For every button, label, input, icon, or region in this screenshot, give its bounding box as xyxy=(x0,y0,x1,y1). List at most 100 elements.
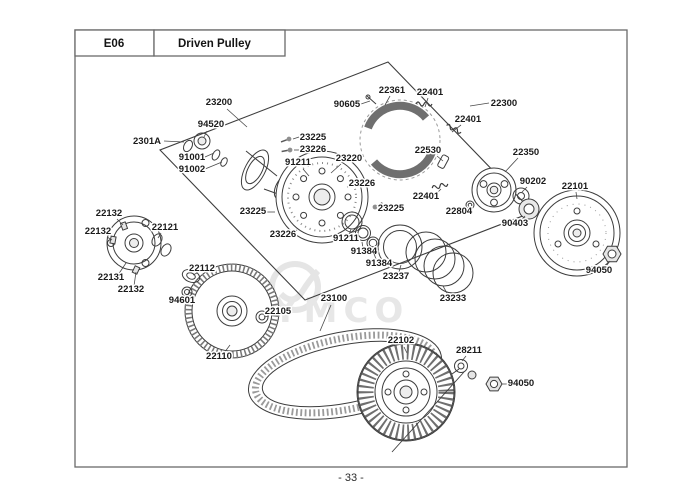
leader-line xyxy=(603,260,611,270)
leader-line xyxy=(348,228,352,236)
part-label-23233: 23233 xyxy=(440,293,466,304)
part-label-91211: 91211 xyxy=(333,233,360,244)
part-label-22132: 22132 xyxy=(118,284,144,295)
part-label-90202: 90202 xyxy=(520,176,546,187)
clutch-spring-drawing xyxy=(446,123,462,134)
part-label-23225: 23225 xyxy=(300,132,327,143)
leader-line xyxy=(461,355,467,362)
part-label-22401: 22401 xyxy=(455,114,482,125)
pin-22804-drawing xyxy=(465,200,475,210)
leader-line xyxy=(319,304,332,332)
leader-line xyxy=(292,229,298,234)
part-label-94520: 94520 xyxy=(198,119,224,130)
part-label-90403: 90403 xyxy=(502,218,528,229)
leader-line xyxy=(203,130,208,138)
part-label-22300: 22300 xyxy=(491,98,517,109)
leader-line xyxy=(384,95,391,106)
clutch-outer-drawing xyxy=(533,189,621,277)
leader-line xyxy=(106,236,113,241)
part-label-22112: 22112 xyxy=(189,263,215,274)
axis-line xyxy=(391,371,465,453)
leader-line xyxy=(361,241,364,249)
part-label-22132: 22132 xyxy=(85,226,111,237)
leader-line xyxy=(504,157,519,173)
section-code: E06 xyxy=(104,38,124,50)
leader-line xyxy=(377,206,383,209)
ramp-plate-drawing xyxy=(106,215,172,275)
part-label-22401: 22401 xyxy=(413,191,440,202)
leader-line xyxy=(192,272,198,276)
part-label-94601: 94601 xyxy=(169,295,196,306)
clutch-spring-drawing xyxy=(431,182,449,190)
leader-line xyxy=(433,188,442,197)
part-label-91002: 91002 xyxy=(179,164,205,175)
part-label-23220: 23220 xyxy=(336,153,362,164)
part-label-22105: 22105 xyxy=(265,306,292,317)
part-label-22361: 22361 xyxy=(379,85,406,96)
leader-line xyxy=(451,124,462,133)
part-label-28211: 28211 xyxy=(456,345,483,356)
leader-line xyxy=(372,250,377,260)
leader-line xyxy=(575,191,578,200)
small-parts-28211-drawing xyxy=(451,359,477,380)
part-label-91211: 91211 xyxy=(285,157,312,168)
leader-line xyxy=(302,168,310,177)
header: E06 Driven Pulley xyxy=(74,29,286,57)
leader-line xyxy=(184,293,188,299)
leader-line xyxy=(398,264,402,273)
section-title: Driven Pulley xyxy=(178,38,251,50)
leader-line xyxy=(436,155,444,162)
seal-rings-drawing xyxy=(341,211,380,250)
screw-icon xyxy=(280,136,292,143)
part-label-22401: 22401 xyxy=(417,87,444,98)
leader-line xyxy=(223,344,231,354)
part-label-23225: 23225 xyxy=(378,203,405,214)
leader-line xyxy=(403,346,408,354)
part-label-23100: 23100 xyxy=(321,293,347,304)
leader-line xyxy=(163,140,185,143)
kymco-logo-swoosh xyxy=(278,268,321,303)
leader-line xyxy=(117,262,127,276)
part-label-94050: 94050 xyxy=(586,265,612,276)
spring-drawing xyxy=(405,231,474,294)
clutch-spring-drawing xyxy=(415,101,433,107)
part-label-22110: 22110 xyxy=(206,351,232,362)
part-label-22131: 22131 xyxy=(98,272,125,283)
part-label-22350: 22350 xyxy=(513,147,539,158)
leader-line xyxy=(292,136,300,140)
screw-icon xyxy=(281,147,293,153)
leader-line xyxy=(346,185,353,188)
leader-line xyxy=(133,271,137,287)
part-label-90605: 90605 xyxy=(334,99,361,110)
header-title-box xyxy=(153,29,286,57)
leader-line xyxy=(442,285,449,296)
screw-icon xyxy=(372,202,383,210)
part-label-2301A: 2301A xyxy=(133,136,161,147)
fan-pulley-drawing xyxy=(356,342,456,442)
part-label-22121: 22121 xyxy=(152,222,179,233)
part-label-23237: 23237 xyxy=(383,271,409,282)
part-label-22102: 22102 xyxy=(388,335,414,346)
page-number: - 33 - xyxy=(338,472,364,484)
washer-bearing-drawing xyxy=(512,187,540,220)
leader-line xyxy=(360,100,371,105)
part-label-22132: 22132 xyxy=(96,208,122,219)
leader-line xyxy=(116,218,124,226)
part-label-23225: 23225 xyxy=(240,206,267,217)
part-label-22804: 22804 xyxy=(446,206,473,217)
leader-line xyxy=(519,215,526,223)
leader-line xyxy=(469,102,490,107)
leader-line xyxy=(226,108,248,128)
part-label-22530: 22530 xyxy=(415,145,441,156)
nut-94050-right-drawing xyxy=(602,245,622,263)
part-label-23226: 23226 xyxy=(349,178,375,189)
group-border-diamond xyxy=(159,61,534,301)
leader-line xyxy=(263,315,270,318)
part-label-91384: 91384 xyxy=(351,246,378,257)
leader-line xyxy=(204,161,223,170)
part-label-91001: 91001 xyxy=(179,152,206,163)
part-label-91384: 91384 xyxy=(366,258,393,269)
